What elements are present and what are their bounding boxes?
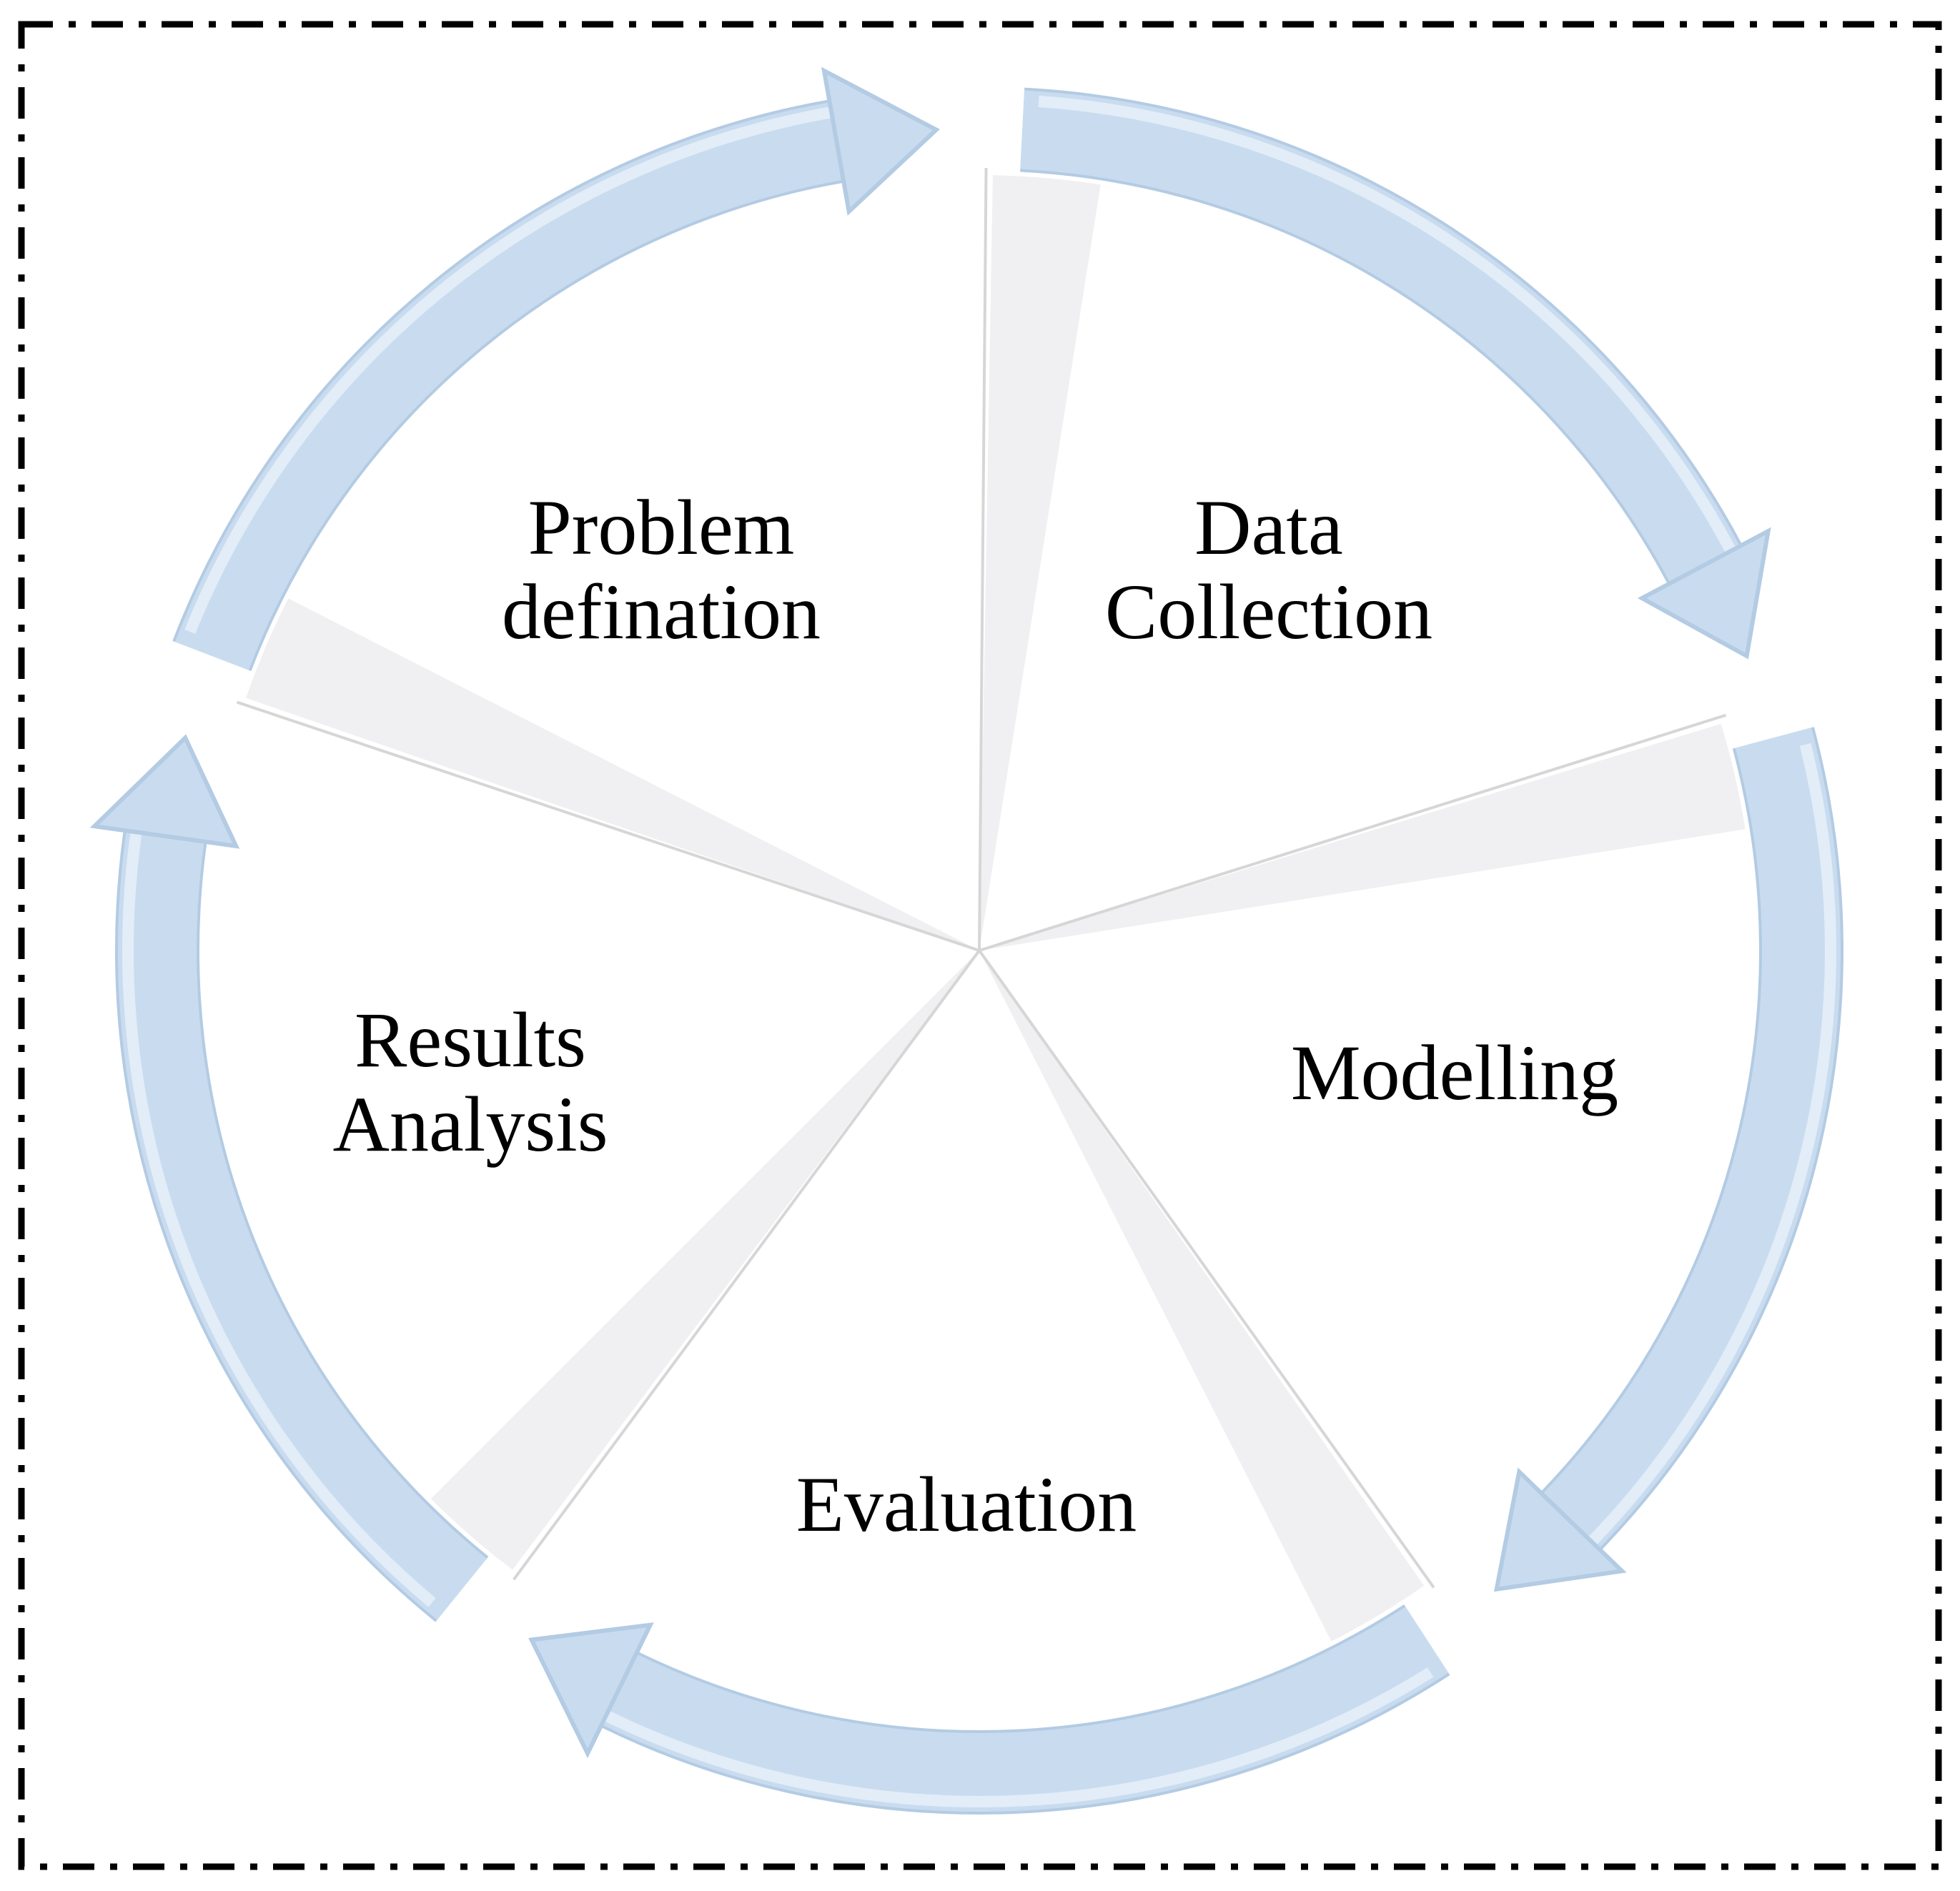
stage-modelling-line-1: Modelling <box>1291 1029 1618 1116</box>
sector-shade-results <box>246 598 980 951</box>
stage-results-line-1: Results <box>355 996 586 1083</box>
divider-line-2 <box>979 713 1726 952</box>
sector-dividers <box>236 168 1726 1589</box>
arrow-fill-modelling <box>601 1607 1449 1812</box>
sector-shade-problem <box>979 175 1101 951</box>
stage-problem-line-1: Problem <box>528 484 795 571</box>
stage-modelling: Modelling <box>1291 1029 1618 1116</box>
arrow-data <box>1493 727 1843 1592</box>
arrow-evaluation <box>89 734 489 1622</box>
arrow-fill-evaluation <box>118 830 487 1620</box>
sector-shade-evaluation <box>430 951 979 1570</box>
sector-shades <box>246 175 1746 1642</box>
divider-line-1 <box>978 168 988 951</box>
arrow-highlight-data <box>1587 743 1836 1546</box>
divider-line-5 <box>236 700 980 952</box>
arrowhead-data <box>1493 1467 1627 1592</box>
stage-results-line-2: Analysis <box>333 1081 608 1168</box>
arrow-highlight-results <box>184 106 833 634</box>
stage-evaluation: Evaluation <box>796 1461 1137 1548</box>
sector-shade-modelling <box>979 951 1425 1642</box>
arrow-problem <box>1020 87 1771 660</box>
arrowhead-evaluation <box>89 734 240 849</box>
arrow-results <box>172 66 940 672</box>
cycle-arrows <box>89 66 1843 1815</box>
arrowhead-modelling <box>528 1622 654 1759</box>
arrow-highlight-modelling <box>603 1667 1434 1807</box>
arrow-modelling <box>528 1604 1450 1815</box>
stage-data-collection: Data Collection <box>1105 484 1432 655</box>
arrowhead-problem <box>1637 527 1771 660</box>
stage-results-analysis: Results Analysis <box>333 996 608 1168</box>
arrow-fill-data <box>1542 728 1841 1549</box>
stage-problem-line-2: defination <box>502 568 821 655</box>
dash-dot-frame <box>18 21 1942 1870</box>
arrowhead-results <box>821 66 940 216</box>
stage-data-line-2: Collection <box>1105 568 1432 655</box>
arrow-fill-results <box>175 102 843 670</box>
divider-line-3 <box>978 949 1435 1589</box>
stage-evaluation-line-1: Evaluation <box>796 1461 1137 1548</box>
arrow-highlight-evaluation <box>122 831 436 1607</box>
stage-data-line-1: Data <box>1194 484 1343 571</box>
divider-line-4 <box>513 949 981 1581</box>
arrow-fill-problem <box>1020 90 1740 583</box>
stage-problem: Problem defination <box>502 484 821 655</box>
arrow-highlight-problem <box>1038 95 1736 554</box>
sector-shade-data <box>979 723 1746 951</box>
